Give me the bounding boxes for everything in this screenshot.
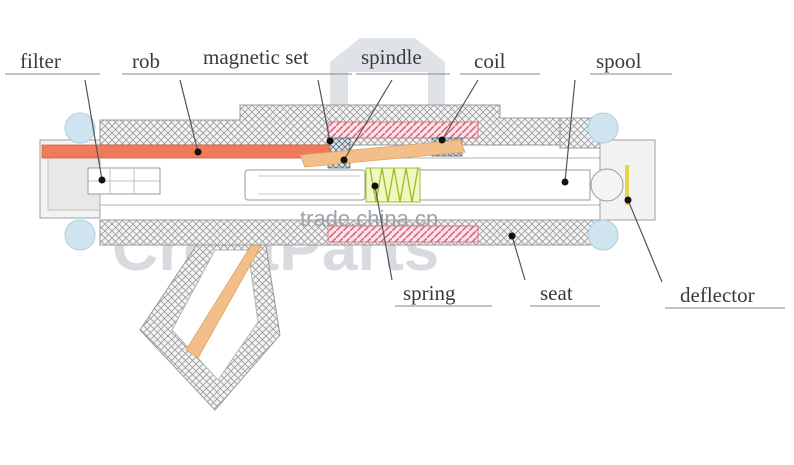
label-filter: filter xyxy=(20,49,61,73)
o-rings xyxy=(64,112,619,251)
label-spool: spool xyxy=(596,49,642,73)
label-spring: spring xyxy=(403,281,456,305)
nozzle-body xyxy=(139,239,281,411)
rob-rod xyxy=(41,144,331,159)
label-rob: rob xyxy=(132,49,160,73)
label-underlines xyxy=(5,73,785,309)
label-deflector: deflector xyxy=(680,283,755,307)
leader-lines xyxy=(84,79,663,283)
label-magnetic-set: magnetic set xyxy=(203,45,309,69)
watermark-site: trade.china.cn xyxy=(300,206,438,231)
label-spindle: spindle xyxy=(361,45,422,69)
armature xyxy=(244,168,624,202)
label-seat: seat xyxy=(540,281,573,305)
label-coil: coil xyxy=(474,49,506,73)
deflector-plate xyxy=(625,165,629,205)
